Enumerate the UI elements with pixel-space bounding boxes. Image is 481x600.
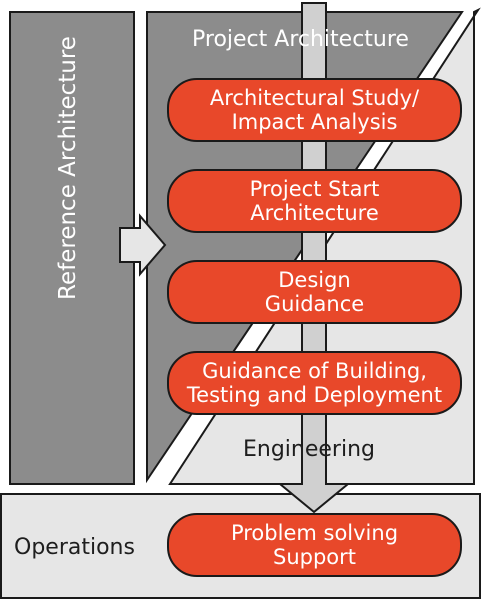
step-building-testing-deployment: Guidance of Building, Testing and Deploy…	[167, 351, 462, 415]
step-project-start-architecture: Project Start Architecture	[167, 169, 462, 233]
step-architectural-study: Architectural Study/ Impact Analysis	[167, 78, 462, 142]
project-architecture-label: Project Architecture	[192, 27, 409, 52]
step-line: Design	[278, 267, 351, 292]
step-line: Support	[272, 545, 356, 569]
reference-architecture-label: Reference Architecture	[55, 36, 81, 300]
step-problem-solving-support: Problem solving Support	[167, 513, 462, 577]
operations-label: Operations	[14, 535, 135, 560]
step-line: Architectural Study/	[209, 85, 420, 110]
step-line: Architecture	[250, 201, 379, 225]
step-line: Testing and Deployment	[186, 383, 443, 407]
step-design-guidance: Design Guidance	[167, 260, 462, 324]
step-line: Problem solving	[230, 520, 399, 545]
step-line: Impact Analysis	[231, 110, 398, 134]
step-line: Project Start	[249, 176, 380, 201]
step-line: Guidance of Building,	[202, 358, 427, 383]
right-arrow-icon	[119, 213, 167, 277]
engineering-label: Engineering	[243, 437, 375, 462]
step-line: Guidance	[264, 292, 365, 316]
